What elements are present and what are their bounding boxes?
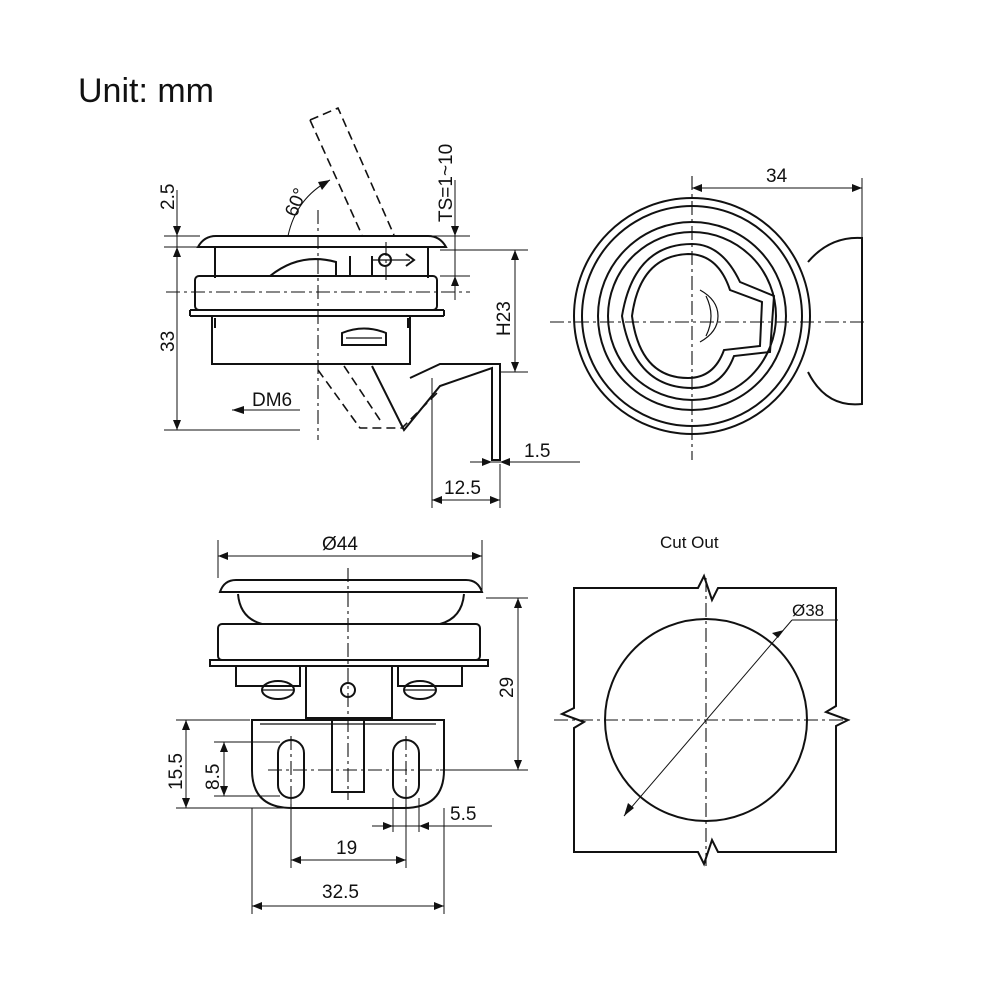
side-cam xyxy=(269,258,337,277)
dim-dia38: Ø38 xyxy=(792,601,824,620)
left-screw xyxy=(235,666,301,687)
front-body-ring xyxy=(217,623,481,661)
center-block xyxy=(305,665,393,719)
dim-29: 29 xyxy=(497,677,518,698)
side-cup xyxy=(214,247,429,278)
front-lid xyxy=(218,579,484,593)
page-title: Unit: mm xyxy=(78,72,214,110)
base-plate xyxy=(251,719,445,809)
dim-dia44: Ø44 xyxy=(322,534,358,555)
dim-33: 33 xyxy=(158,331,179,352)
dim-8-5: 8.5 xyxy=(203,764,224,790)
handle-outline xyxy=(620,242,776,390)
cutout-frame xyxy=(559,573,851,867)
cutout-view: Cut Out Ø38 xyxy=(554,533,852,867)
dim-19: 19 xyxy=(336,838,357,859)
dim-15-5: 15.5 xyxy=(166,753,187,790)
right-screw xyxy=(397,666,463,687)
front-view: Ø44 29 15.5 8.5 5.5 19 xyxy=(166,534,528,914)
dim-32-5: 32.5 xyxy=(322,882,359,903)
cutout-title: Cut Out xyxy=(660,533,719,552)
handle-lowered xyxy=(317,365,441,429)
dim-12-5: 12.5 xyxy=(444,478,481,499)
dim-2-5: 2.5 xyxy=(158,184,179,210)
side-screw xyxy=(341,327,387,346)
dim-34: 34 xyxy=(766,166,788,187)
dim-1-5: 1.5 xyxy=(524,441,550,462)
dm6-label: DM6 xyxy=(252,390,292,411)
latch-lobe xyxy=(807,236,863,406)
dim-h23: H23 xyxy=(494,301,515,336)
dim-5-5: 5.5 xyxy=(450,804,476,825)
side-flange xyxy=(196,235,448,248)
side-body-ring xyxy=(194,275,438,311)
top-view: 34 xyxy=(550,166,866,460)
side-lower-body xyxy=(211,316,411,365)
angle-label: 60° xyxy=(281,185,311,220)
side-view: 60° TS=1~10 2.5 33 H23 DM6 1.5 xyxy=(158,106,580,508)
ts-label: TS=1~10 xyxy=(436,144,457,222)
latch-bracket xyxy=(371,363,501,461)
handle-raised xyxy=(309,106,395,236)
